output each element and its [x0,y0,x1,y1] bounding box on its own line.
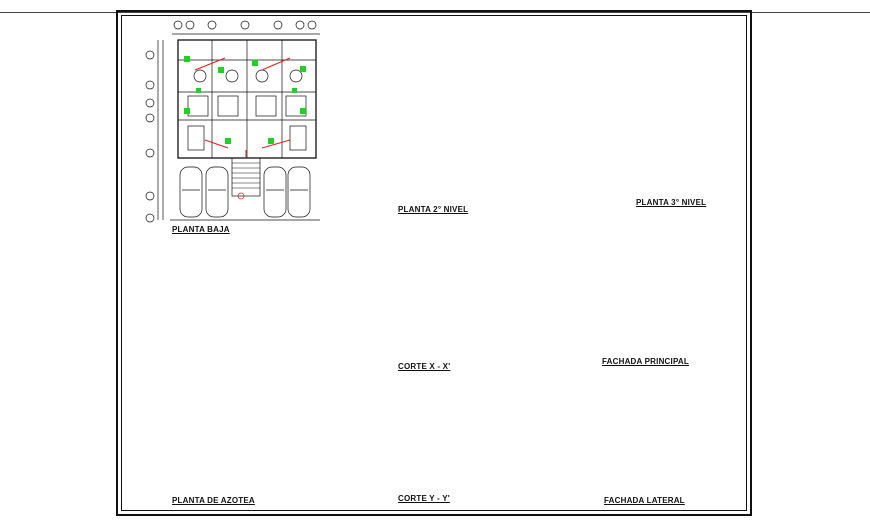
drawing-sheet-frame [116,10,752,516]
label-corte-x: CORTE X - X' [398,362,451,371]
label-planta-3-nivel: PLANTA 3° NIVEL [636,198,707,207]
drawing-sheet-inner-frame [121,15,747,511]
label-planta-2-nivel: PLANTA 2° NIVEL [398,205,469,214]
plan-planta-baja [145,20,320,223]
grid-bubbles-left-1 [145,40,164,223]
label-fachada-principal: FACHADA PRINCIPAL [602,357,689,366]
grid-bubbles-top-1 [172,20,320,35]
label-planta-azotea: PLANTA DE AZOTEA [172,496,255,505]
label-fachada-lateral: FACHADA LATERAL [604,496,685,505]
label-planta-baja: PLANTA BAJA [172,225,230,234]
window-top-border [0,0,870,13]
label-corte-y: CORTE Y - Y' [398,494,450,503]
